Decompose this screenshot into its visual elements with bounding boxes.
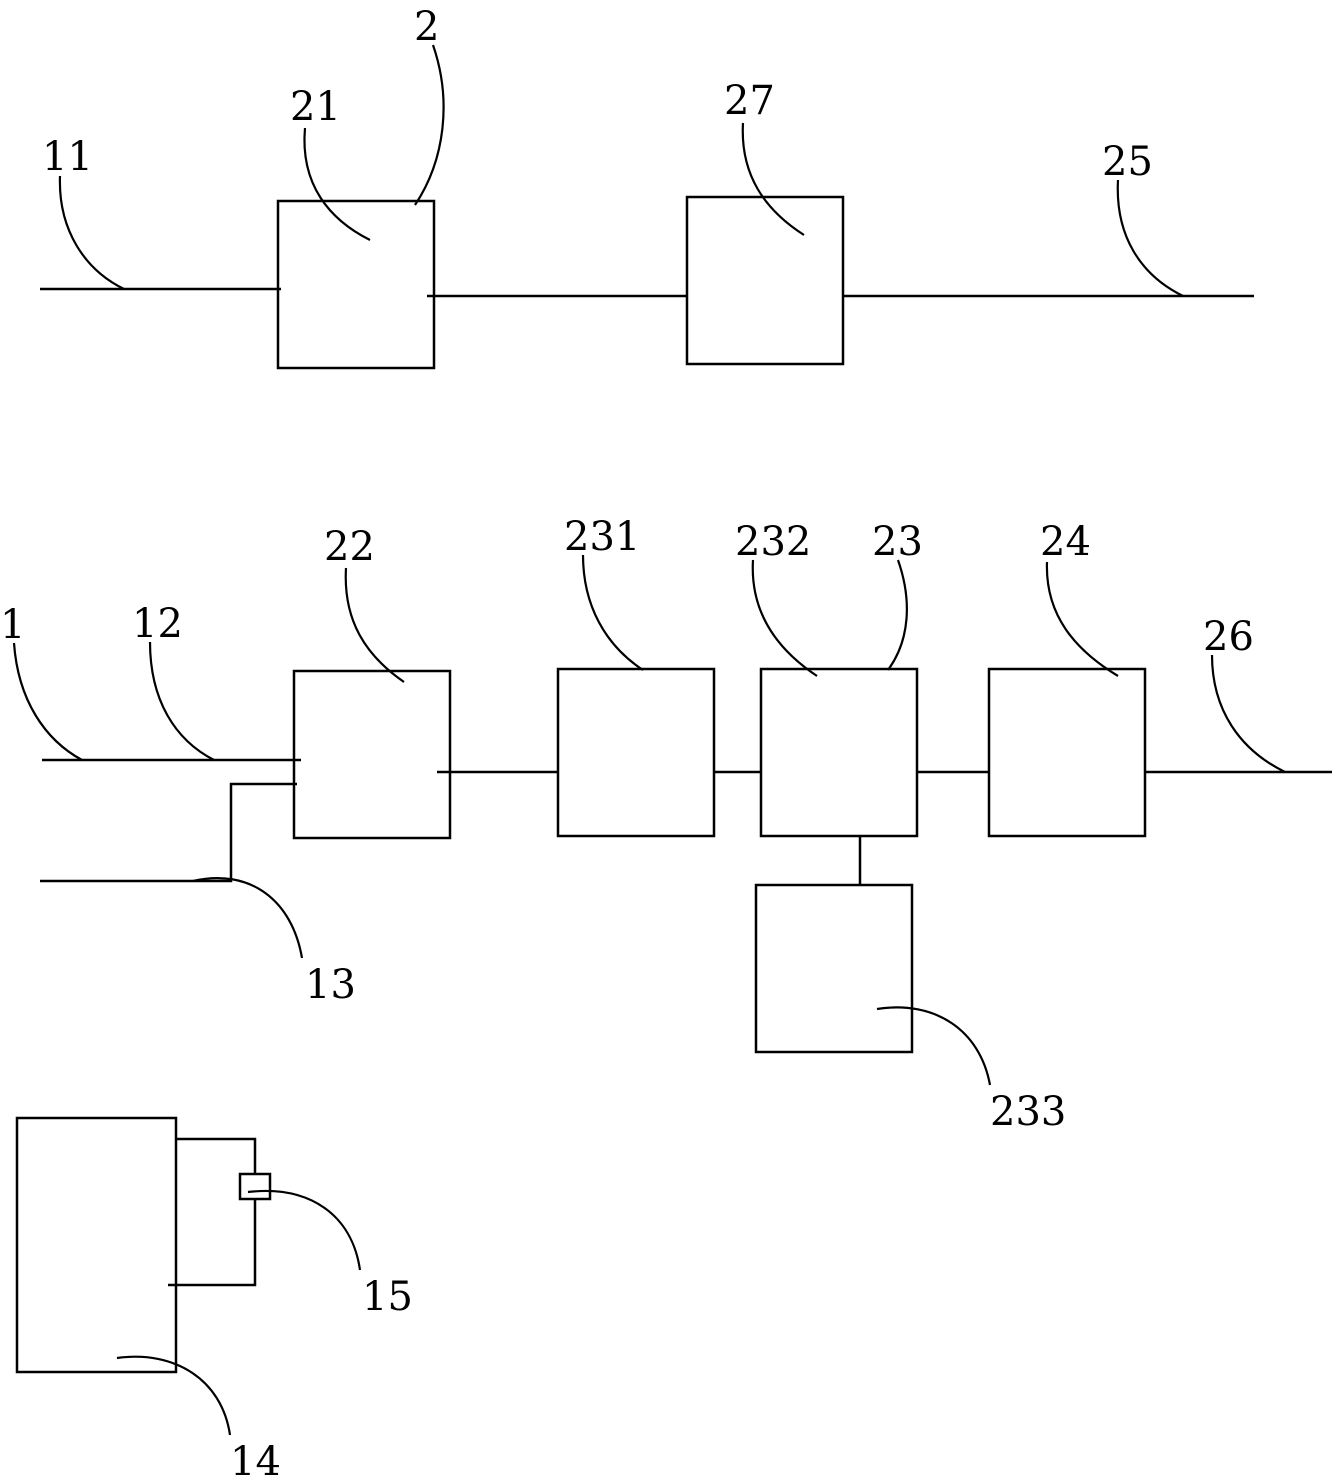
block-14 — [15, 1116, 178, 1374]
leader-233 — [876, 1006, 992, 1086]
label-23: 23 — [872, 519, 923, 565]
label-2: 2 — [414, 4, 439, 50]
label-231: 231 — [564, 514, 640, 560]
label-27: 27 — [724, 78, 775, 124]
leader-231 — [581, 554, 644, 671]
label-11: 11 — [42, 134, 93, 180]
label-22: 22 — [324, 524, 375, 570]
label-12: 12 — [132, 601, 183, 647]
loop-14-15 — [168, 1137, 257, 1287]
label-26: 26 — [1203, 614, 1254, 660]
leader-21 — [303, 127, 371, 241]
label-15: 15 — [362, 1274, 413, 1320]
leader-24 — [1045, 561, 1119, 677]
leader-22 — [344, 567, 405, 683]
leader-232 — [751, 559, 818, 677]
label-1: 1 — [0, 602, 25, 648]
leader-25 — [1116, 179, 1184, 297]
block-231 — [556, 667, 716, 838]
block-21 — [276, 199, 436, 370]
leader-11 — [58, 175, 125, 290]
leader-27 — [741, 122, 805, 236]
block-233 — [754, 883, 914, 1054]
label-14: 14 — [230, 1439, 281, 1479]
block-27 — [685, 195, 845, 366]
label-25: 25 — [1102, 139, 1153, 185]
leader-1 — [12, 642, 83, 761]
leader-13 — [192, 877, 304, 959]
block-22 — [292, 669, 452, 840]
leader-2 — [414, 44, 445, 206]
leader-23 — [887, 559, 908, 671]
line-13 — [40, 782, 297, 883]
leader-12 — [148, 641, 215, 761]
block-232 — [759, 667, 919, 838]
block-15 — [238, 1172, 272, 1201]
leader-26 — [1210, 654, 1286, 773]
label-232: 232 — [735, 519, 811, 565]
block-24 — [987, 667, 1147, 838]
leader-14 — [116, 1355, 232, 1436]
leader-15 — [247, 1189, 362, 1271]
label-13: 13 — [305, 962, 356, 1008]
label-233: 233 — [990, 1089, 1066, 1135]
label-21: 21 — [290, 84, 341, 130]
label-24: 24 — [1040, 519, 1091, 565]
